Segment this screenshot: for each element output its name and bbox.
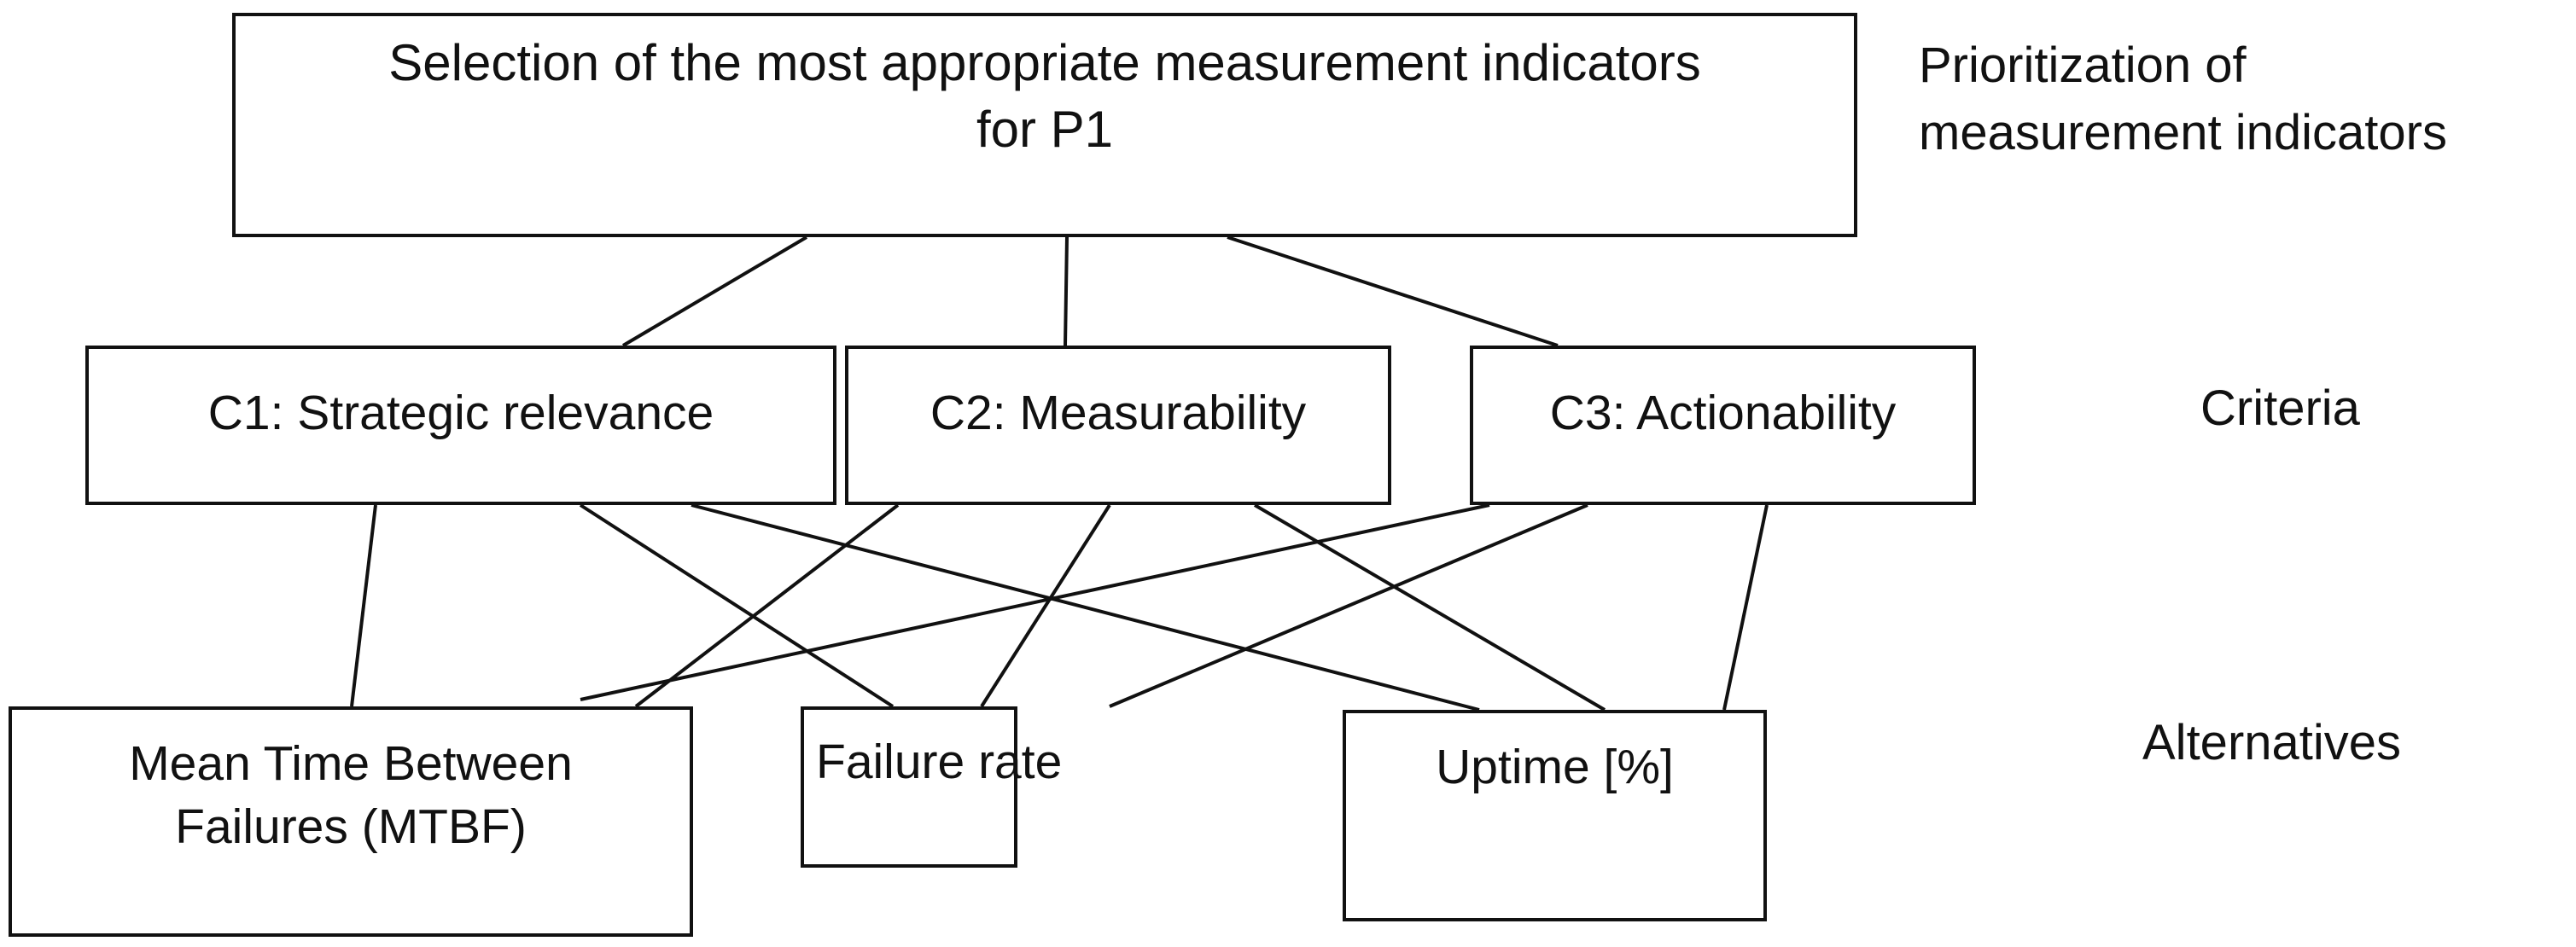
alternative-label-failure-rate: Failure rate — [816, 735, 1063, 789]
edge-criterion-to-alternative-c2-a3 — [1253, 503, 1606, 712]
edge-goal-to-criterion-goal-c2 — [1064, 236, 1069, 346]
criterion-node-c2[interactable]: C2: Measurability — [845, 346, 1391, 505]
edge-criterion-to-alternative-c3-a3 — [1722, 504, 1769, 711]
edge-criterion-to-alternative-c1-a3 — [691, 503, 1480, 712]
alternative-label-mtbf: Mean Time Between Failures (MTBF) — [129, 736, 573, 855]
alternative-node-uptime[interactable]: Uptime [%] — [1343, 710, 1767, 921]
edge-criterion-to-alternative-c1-a1 — [350, 504, 377, 707]
edge-criterion-to-alternative-c1-a2 — [579, 503, 895, 708]
alternative-label-uptime: Uptime [%] — [1436, 740, 1674, 794]
criterion-label-c3: C3: Actionability — [1549, 386, 1897, 441]
criterion-node-c3[interactable]: C3: Actionability — [1470, 346, 1976, 505]
alternative-node-mtbf[interactable]: Mean Time Between Failures (MTBF) — [9, 706, 693, 937]
edge-goal-to-criterion-goal-c1 — [621, 235, 808, 347]
edge-goal-to-criterion-goal-c3 — [1227, 235, 1559, 347]
level-label-alternatives: Alternatives — [2142, 715, 2402, 770]
edge-criterion-to-alternative-c3-a2 — [1109, 503, 1588, 708]
alternative-node-failure-rate[interactable]: Failure rate — [801, 706, 1063, 868]
level-label-criteria: Criteria — [2200, 381, 2360, 436]
edge-criterion-to-alternative-c2-a2 — [980, 503, 1111, 708]
criterion-label-c1: C1: Strategic relevance — [207, 386, 714, 441]
goal-label: Selection of the most appropriate measur… — [388, 34, 1701, 158]
goal-node[interactable]: Selection of the most appropriate measur… — [232, 13, 1857, 237]
edge-criterion-to-alternative-c2-a1 — [634, 503, 900, 708]
level-label-goal: Prioritization of measurement indicators — [1919, 38, 2447, 160]
criterion-label-c2: C2: Measurability — [930, 386, 1307, 441]
criterion-node-c1[interactable]: C1: Strategic relevance — [85, 346, 836, 505]
edge-criterion-to-alternative-c3-a1 — [580, 503, 1490, 701]
